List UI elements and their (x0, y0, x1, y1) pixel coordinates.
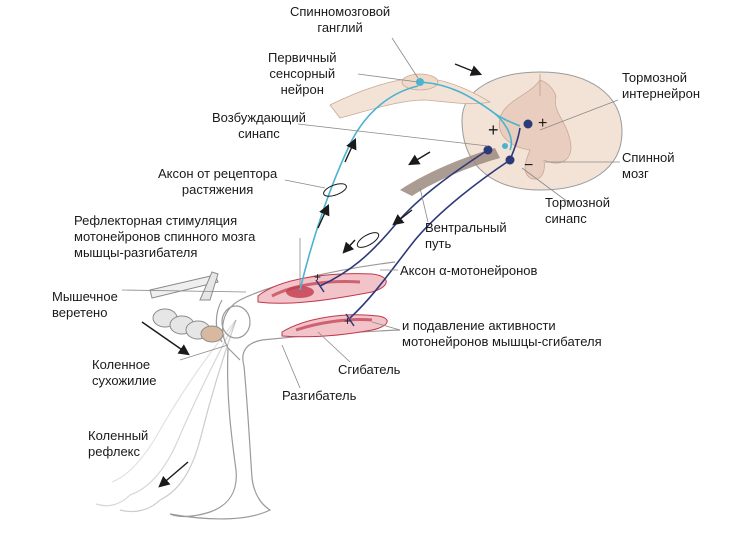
axon-rings (323, 183, 380, 248)
flexor-muscle (281, 314, 388, 338)
sensory-cell-body (416, 78, 424, 86)
spinal-cord (461, 71, 623, 191)
extensor-motor-neuron (483, 145, 493, 155)
ventral-root-bundle (400, 148, 500, 196)
label-flexor: Сгибатель (338, 362, 401, 377)
inhibitory-interneuron-body (523, 119, 533, 129)
flexor-motor-neuron (505, 155, 515, 165)
excitatory-sign-plus: + (488, 120, 499, 140)
flexor-junction-plus: + (344, 314, 351, 328)
sensory-terminal (502, 143, 508, 149)
interneuron-sign-plus: + (538, 115, 547, 132)
label-excitatory-synapse: Возбуждающий синапс (212, 110, 306, 141)
label-alpha-motor-axon: Аксон α-мотонейронов (400, 263, 538, 278)
label-receptor-axon: Аксон от рецептора растяжения (158, 166, 278, 197)
neuromuscular-junctions (315, 279, 355, 327)
label-ventral-root: Вентральный путь (425, 220, 507, 251)
label-primary-neuron: Первичный сенсорный нейрон (268, 50, 337, 97)
direction-arrows (141, 63, 483, 488)
label-flexor-suppression: и подавление активности мотонейронов мыш… (402, 318, 602, 349)
label-extensor: Разгибатель (282, 388, 357, 403)
label-reflex-stimulation: Рефлекторная стимуляция мотонейронов спи… (74, 213, 256, 260)
label-knee-tendon: Коленное сухожилие (92, 357, 157, 388)
leader-lines (121, 37, 620, 389)
inhibitory-sign-minus: − (524, 157, 533, 174)
reflex-hammer-icon (149, 271, 224, 343)
label-muscle-spindle: Мышечное веретено (52, 289, 118, 320)
label-spinal-cord: Спинной мозг (622, 150, 675, 181)
label-knee-reflex: Коленный рефлекс (88, 428, 149, 459)
extensor-junction-plus: + (314, 270, 321, 284)
label-inhibitory-interneuron: Тормозной интернейрон (622, 70, 701, 101)
label-ganglion: Спинномозговой ганглий (290, 4, 391, 35)
label-inhibitory-synapse: Тормозной синапс (545, 195, 611, 226)
